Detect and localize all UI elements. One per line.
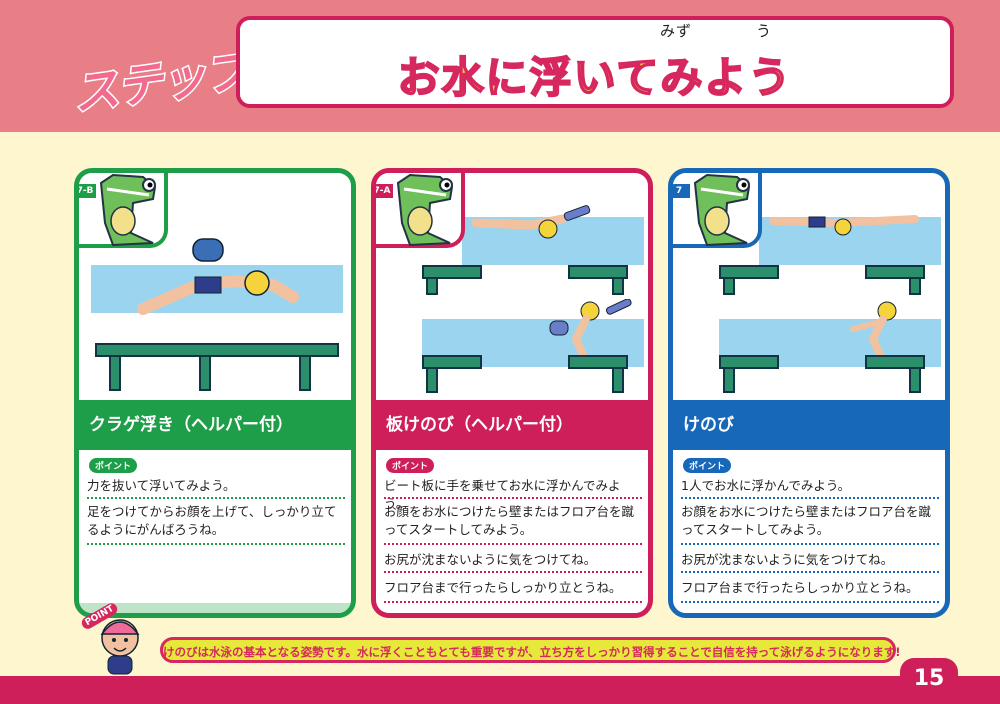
girl-swimmer-icon bbox=[100, 619, 140, 675]
floor-platform bbox=[865, 265, 925, 279]
platform-leg bbox=[426, 277, 438, 295]
dotted-divider bbox=[681, 571, 939, 573]
point-line: フロア台まで行ったらしっかり立とうね。 bbox=[681, 580, 919, 595]
floor-platform bbox=[95, 343, 339, 357]
summary-bar: けのびは水泳の基本となる姿勢です。水に浮くこともとても重要ですが、立ち方をしっか… bbox=[160, 637, 901, 663]
dotted-divider bbox=[384, 601, 642, 603]
crocodile-mascot-icon bbox=[693, 173, 751, 247]
point-line: フロア台まで行ったらしっかり立とうね。 bbox=[384, 580, 622, 595]
platform-leg bbox=[723, 277, 735, 295]
point-line: 力を抜いて浮いてみよう。 bbox=[87, 478, 236, 493]
page-number: 15 bbox=[900, 658, 958, 698]
platform-leg bbox=[109, 355, 121, 391]
floor-platform bbox=[422, 355, 482, 369]
point-line: お尻が沈まないように気をつけてね。 bbox=[384, 552, 597, 567]
summary-text: けのびは水泳の基本となる姿勢です。水に浮くこともとても重要ですが、立ち方をしっか… bbox=[163, 645, 901, 659]
page-title: お水に浮いてみよう bbox=[397, 52, 793, 103]
point-label: ポイント bbox=[386, 458, 435, 473]
glide-swimmer-illustration bbox=[769, 215, 919, 236]
dotted-divider bbox=[681, 497, 939, 499]
card-tag-label: 7-A bbox=[376, 184, 393, 198]
start-pose-swimmer-illustration bbox=[549, 299, 632, 361]
card-heading: クラゲ浮き（ヘルパー付） bbox=[89, 415, 293, 435]
dotted-divider bbox=[384, 543, 642, 545]
card-heading-band: 板けのび（ヘルパー付） bbox=[376, 400, 648, 450]
card-footer-strip bbox=[79, 603, 351, 613]
point-line: 1人でお水に浮かんでみよう。 bbox=[681, 478, 851, 493]
floor-platform bbox=[865, 355, 925, 369]
card-kurage: 7-B クラゲ浮き（ヘルパー付） ポイント 力を抜いて浮いてみよう。 足をつけて… bbox=[74, 168, 356, 618]
platform-leg bbox=[426, 367, 438, 393]
platform-leg bbox=[909, 277, 921, 295]
point-line: お顔をお水につけたら壁またはフロア台を蹴ってスタートしてみよう。 bbox=[681, 504, 932, 537]
point-line: お顔をお水につけたら壁またはフロア台を蹴ってスタートしてみよう。 bbox=[384, 504, 635, 537]
card-ita-kenobi: 7-A 板けのび（ヘルパー付） ポイント ビート板に手を乗せてお水に浮かんでみよ… bbox=[371, 168, 653, 618]
point-line: ビート板に手を乗せてお水に浮かんでみよう。 bbox=[384, 478, 621, 511]
floor-platform bbox=[422, 265, 482, 279]
board-kick-swimmer-illustration bbox=[472, 205, 591, 239]
card-heading: けのび bbox=[683, 415, 734, 435]
point-line: お尻が沈まないように気をつけてね。 bbox=[681, 552, 894, 567]
platform-leg bbox=[723, 367, 735, 393]
platform-leg bbox=[612, 277, 624, 295]
card-tag-label: 7 bbox=[673, 184, 690, 198]
floor-platform bbox=[719, 355, 779, 369]
dotted-divider bbox=[681, 601, 939, 603]
card-tag-label: 7-B bbox=[79, 184, 96, 198]
card-heading: 板けのび（ヘルパー付） bbox=[386, 415, 573, 435]
point-label: ポイント bbox=[683, 458, 732, 473]
dotted-divider bbox=[384, 497, 642, 499]
floor-platform bbox=[568, 355, 628, 369]
step-label: ステップ bbox=[68, 41, 253, 122]
start-pose-swimmer-illustration bbox=[850, 301, 897, 361]
crocodile-mascot-icon bbox=[396, 173, 454, 247]
header-band: ステップ 4 みず う お水に浮いてみよう bbox=[0, 0, 1000, 132]
floating-swimmer-illustration bbox=[137, 238, 299, 315]
card-kenobi: 7 けのび ポイント 1人でお水に浮かんでみよう。 お顔をお水につけたら壁または… bbox=[668, 168, 950, 618]
card-heading-band: けのび bbox=[673, 400, 945, 450]
title-ruby: みず う bbox=[660, 22, 773, 40]
floor-platform bbox=[719, 265, 779, 279]
platform-leg bbox=[199, 355, 211, 391]
platform-leg bbox=[909, 367, 921, 393]
dotted-divider bbox=[87, 497, 345, 499]
title-box: みず う お水に浮いてみよう bbox=[236, 16, 954, 108]
point-line: 足をつけてからお顔を上げて、しっかり立てるようにがんばろうね。 bbox=[87, 504, 337, 537]
dotted-divider bbox=[681, 543, 939, 545]
footer-band bbox=[0, 676, 1000, 704]
card-heading-band: クラゲ浮き（ヘルパー付） bbox=[79, 400, 351, 450]
point-label: ポイント bbox=[89, 458, 138, 473]
dotted-divider bbox=[384, 571, 642, 573]
point-girl-mascot: POINT bbox=[79, 600, 152, 680]
platform-leg bbox=[299, 355, 311, 391]
dotted-divider bbox=[87, 543, 345, 545]
platform-leg bbox=[612, 367, 624, 393]
floor-platform bbox=[568, 265, 628, 279]
crocodile-mascot-icon bbox=[99, 173, 157, 247]
